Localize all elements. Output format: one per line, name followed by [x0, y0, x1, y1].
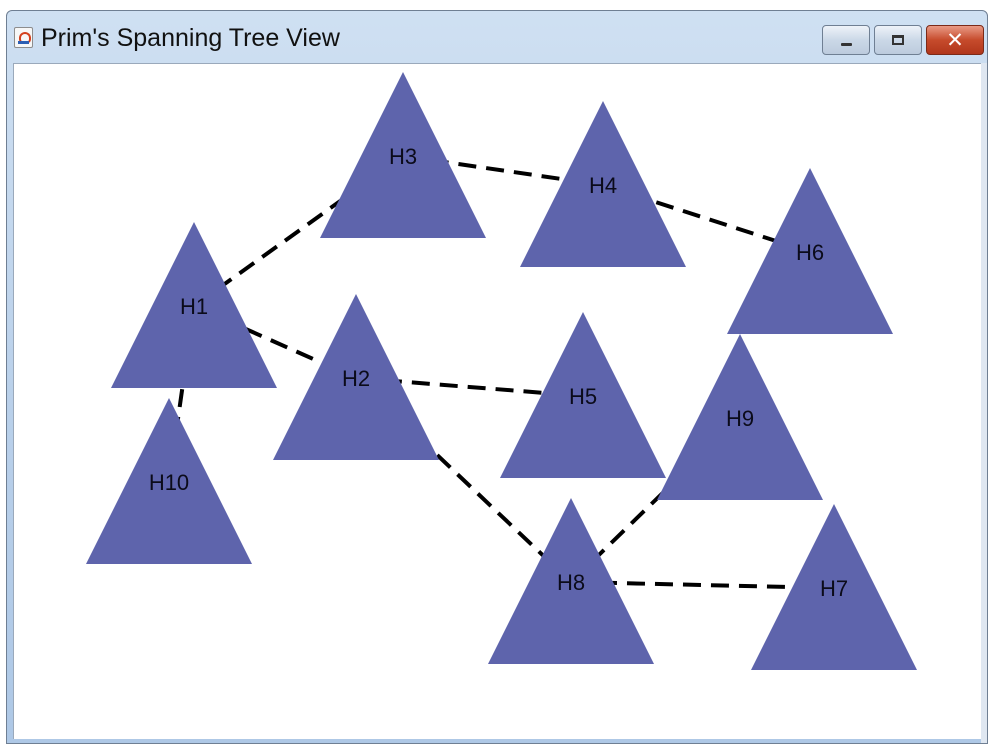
node-h9[interactable]: H9	[657, 334, 823, 500]
minimize-button[interactable]	[822, 25, 870, 55]
window-title: Prim's Spanning Tree View	[41, 24, 340, 52]
node-label: H1	[180, 294, 208, 319]
node-label: H6	[796, 240, 824, 265]
maximize-icon	[892, 35, 904, 45]
maximize-button[interactable]	[874, 25, 922, 55]
close-icon: ✕	[946, 28, 964, 52]
node-h3[interactable]: H3	[320, 72, 486, 238]
node-triangle	[520, 101, 686, 267]
minimize-icon	[841, 43, 852, 46]
node-label: H8	[557, 570, 585, 595]
node-triangle	[500, 312, 666, 478]
node-h7[interactable]: H7	[751, 504, 917, 670]
edge-h2-h8	[354, 376, 573, 584]
node-h5[interactable]: H5	[500, 312, 666, 478]
node-triangle	[727, 168, 893, 334]
node-h10[interactable]: H10	[86, 398, 252, 564]
node-label: H3	[389, 144, 417, 169]
node-label: H5	[569, 384, 597, 409]
node-triangle	[111, 222, 277, 388]
title-bar[interactable]: Prim's Spanning Tree View ✕	[7, 11, 987, 63]
node-h8[interactable]: H8	[488, 498, 654, 664]
node-triangle	[657, 334, 823, 500]
node-label: H4	[589, 173, 617, 198]
node-triangle	[320, 72, 486, 238]
application-window: Prim's Spanning Tree View ✕	[6, 10, 988, 744]
node-label: H2	[342, 366, 370, 391]
close-button[interactable]: ✕	[926, 25, 984, 55]
node-triangle	[488, 498, 654, 664]
node-triangle	[751, 504, 917, 670]
node-label: H10	[149, 470, 189, 495]
edge-h8-h7	[570, 580, 835, 590]
node-h6[interactable]: H6	[727, 168, 893, 334]
java-app-icon[interactable]	[14, 27, 33, 48]
node-h4[interactable]: H4	[520, 101, 686, 267]
node-label: H9	[726, 406, 754, 431]
window-right-border	[981, 63, 987, 743]
node-triangle	[273, 294, 439, 460]
node-h2[interactable]: H2	[273, 294, 439, 460]
node-h1[interactable]: H1	[111, 222, 277, 388]
node-label: H7	[820, 576, 848, 601]
edge-h1-h3	[192, 154, 405, 308]
node-triangle	[86, 398, 252, 564]
